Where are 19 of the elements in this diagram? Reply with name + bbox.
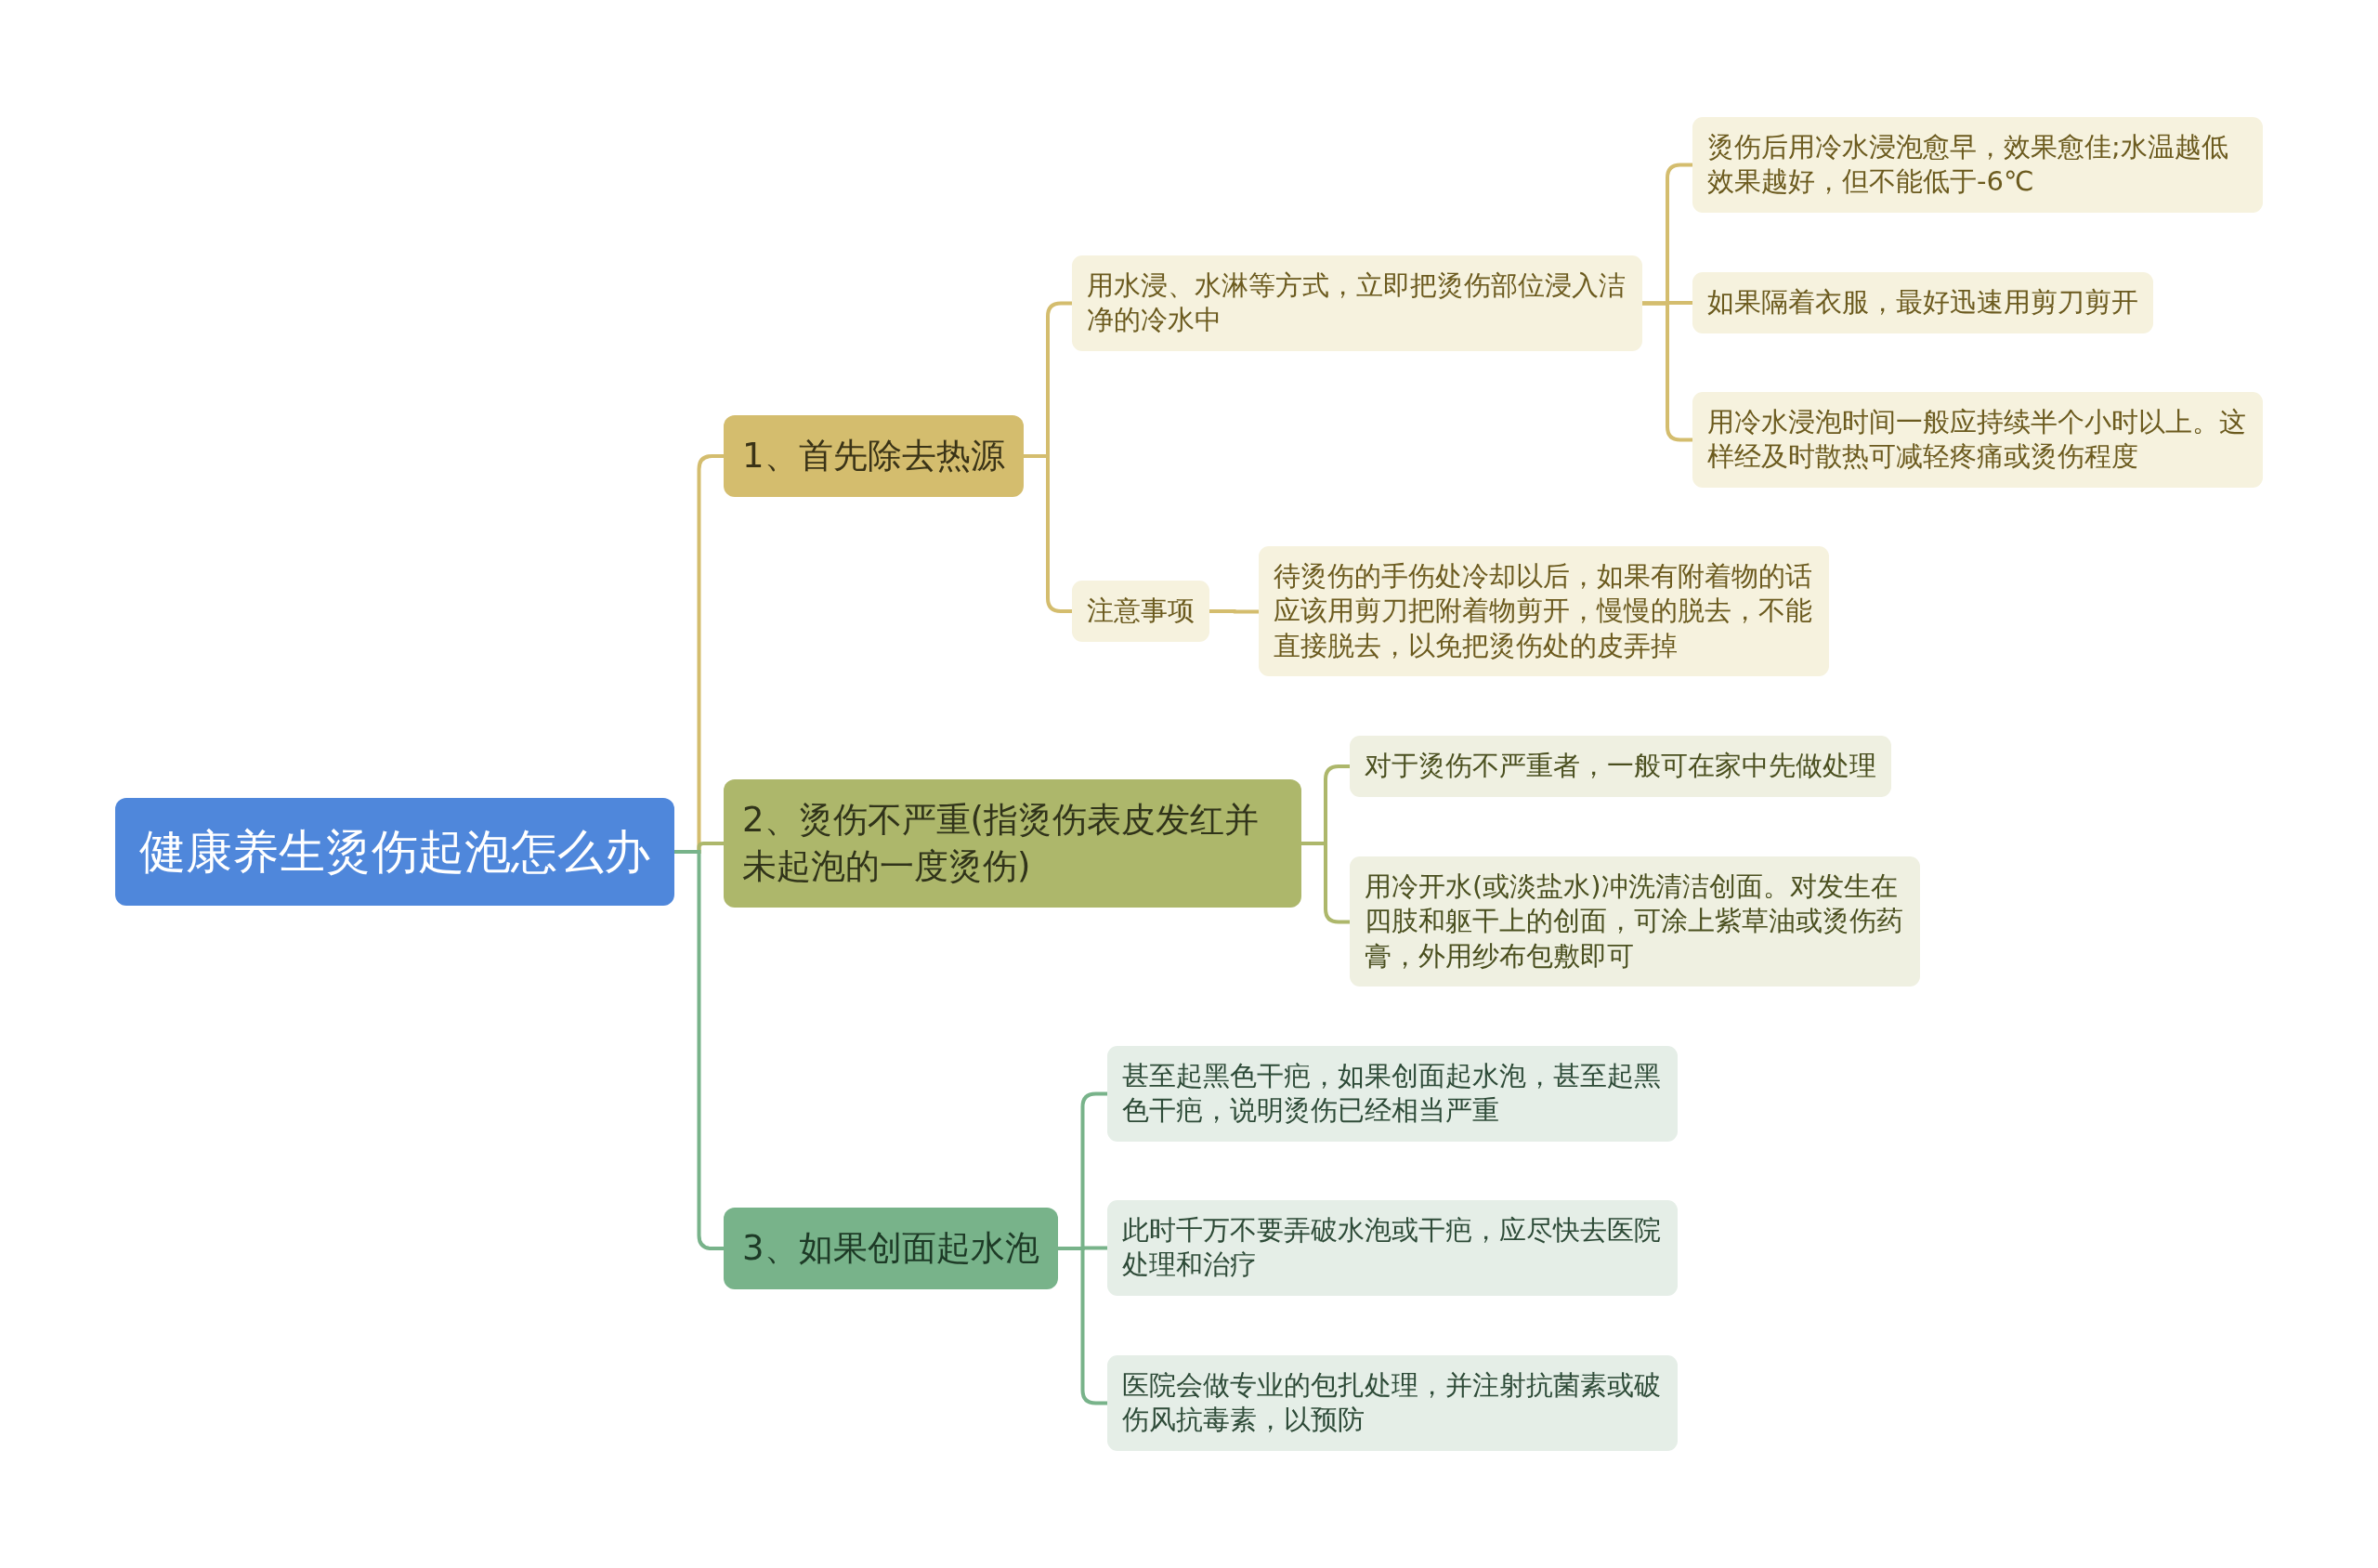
subtopic-box: 对于烫伤不严重者，一般可在家中先做处理: [1350, 736, 1891, 797]
subtopic-box: 用水浸、水淋等方式，立即把烫伤部位浸入洁净的冷水中: [1072, 255, 1642, 351]
subtopic-box: 用冷水浸泡时间一般应持续半个小时以上。这样经及时散热可减轻疼痛或烫伤程度: [1692, 391, 2263, 488]
subtopic-box: 甚至起黑色干疤，如果创面起水泡，甚至起黑色干疤，说明烫伤已经相当严重: [1107, 1045, 1678, 1142]
branch-topic-box: 3、如果创面起水泡: [724, 1208, 1058, 1289]
central-topic-box: 健康养生烫伤起泡怎么办: [115, 798, 674, 906]
subtopic-box: 待烫伤的手伤处冷却以后，如果有附着物的话应该用剪刀把附着物剪开，慢慢的脱去，不能直接脱去，以免把烫伤处的皮弄掉: [1259, 545, 1829, 676]
subtopic-box: 烫伤后用冷水浸泡愈早，效果愈佳;水温越低效果越好，但不能低于-6℃: [1692, 116, 2263, 213]
subtopic-box: 用冷开水(或淡盐水)冲洗清洁创面。对发生在四肢和躯干上的创面，可涂上紫草油或烫伤药膏，外用纱布包敷即可: [1350, 856, 1920, 987]
subtopic-box: 如果隔着衣服，最好迅速用剪刀剪开: [1692, 272, 2153, 333]
branch-topic-box: 1、首先除去热源: [724, 415, 1024, 497]
subtopic-box: 注意事项: [1072, 581, 1209, 642]
connector-line: [674, 850, 724, 1250]
subtopic-box: 此时千万不要弄破水泡或干疤，应尽快去医院处理和治疗: [1107, 1199, 1678, 1296]
branch-topic-box: 2、烫伤不严重(指烫伤表皮发红并未起泡的一度烫伤): [724, 779, 1301, 908]
connector-line: [1642, 301, 1692, 442]
connector-line: [1209, 609, 1259, 614]
subtopic-box: 医院会做专业的包扎处理，并注射抗菌素或破伤风抗毒素，以预防: [1107, 1354, 1678, 1451]
connector-line: [1058, 1247, 1107, 1405]
